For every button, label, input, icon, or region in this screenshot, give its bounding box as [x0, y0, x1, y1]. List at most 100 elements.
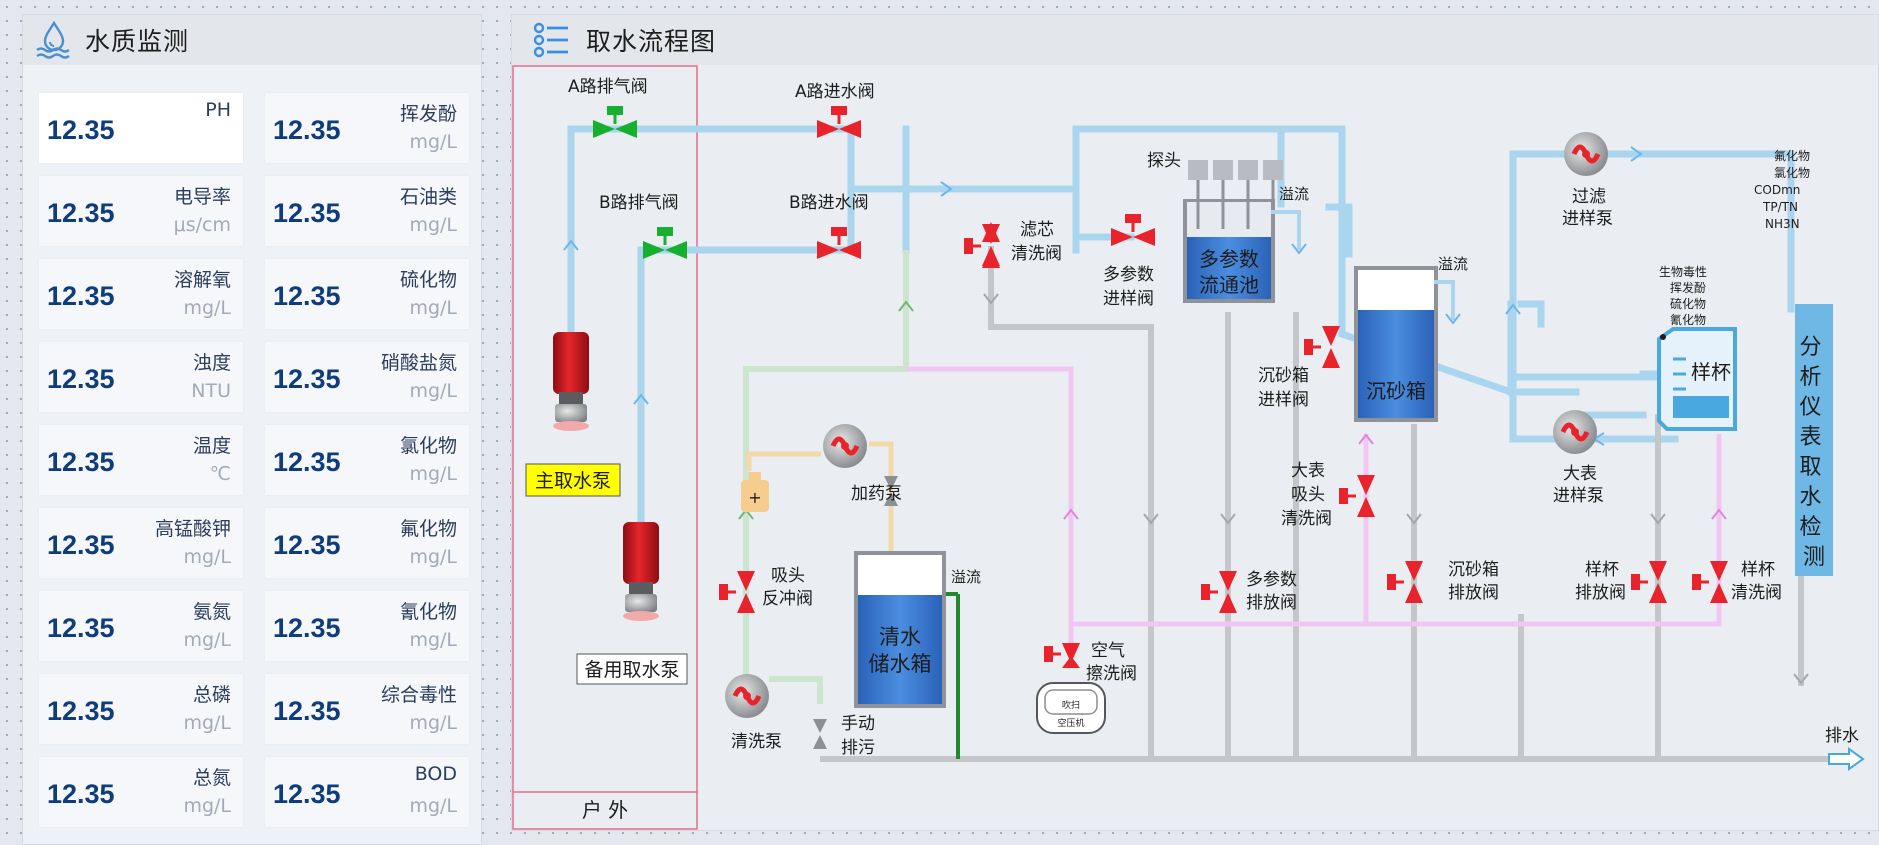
metric-name: 硫化物: [399, 269, 457, 291]
backflush-valve[interactable]: [719, 571, 755, 613]
main-pump-icon[interactable]: [553, 332, 589, 431]
metric-value: 12.35: [47, 696, 115, 726]
manual-drain-valve[interactable]: [813, 719, 827, 749]
metric-card-bod[interactable]: 12.35 BOD mg/L: [265, 757, 469, 827]
cup-drain-label-1: 样杯: [1585, 560, 1619, 580]
metric-name: 高锰酸钾: [154, 518, 231, 540]
b-vent-valve[interactable]: [643, 227, 687, 259]
a-vent-valve[interactable]: [593, 106, 637, 138]
metric-card-permanganate[interactable]: 12.35 高锰酸钾 mg/L: [39, 508, 243, 578]
analyte-list-cup: 生物毒性 挥发酚 硫化物 氰化物: [1659, 265, 1707, 327]
b-inlet-valve-label: B路进水阀: [789, 193, 869, 213]
metric-card-turbidity[interactable]: 12.35 浊度 NTU: [39, 342, 243, 412]
flow-diagram: 户 外: [512, 65, 1865, 830]
metric-unit: mg/L: [409, 712, 457, 734]
analyzer-char: 仪: [1799, 395, 1821, 420]
metric-card-toxicity[interactable]: 12.35 综合毒性 mg/L: [265, 674, 469, 744]
flow-chart-header: 取水流程图: [512, 15, 1878, 65]
backflush-label-1: 吸头: [771, 566, 805, 586]
multi-param-pool[interactable]: 多参数 流通池: [1183, 160, 1283, 303]
outdoor-label: 户 外: [582, 798, 628, 822]
metric-card-nitrate[interactable]: 12.35 硝酸盐氮 mg/L: [265, 342, 469, 412]
sand-tank-drain-valve[interactable]: [1387, 561, 1423, 603]
metric-value: 12.35: [47, 530, 115, 560]
big-head-clean-valve[interactable]: [1339, 475, 1375, 517]
analyzer-char: 分: [1799, 335, 1821, 360]
analyte-item: 氟化物: [1774, 149, 1810, 163]
sand-inlet-label-1: 沉砂箱: [1258, 366, 1309, 386]
sand-tank-inlet-valve[interactable]: [1304, 326, 1340, 368]
metric-name: 氨氮: [192, 601, 231, 623]
metric-card-petroleum[interactable]: 12.35 石油类 mg/L: [265, 176, 469, 246]
multi-param-drain-valve[interactable]: [1201, 571, 1237, 613]
big-head-label-1: 大表: [1291, 461, 1325, 481]
main-pump-tag[interactable]: 主取水泵: [525, 463, 621, 497]
metric-card-ammonia[interactable]: 12.35 氨氮 mg/L: [39, 591, 243, 661]
metric-card-sulfide[interactable]: 12.35 硫化物 mg/L: [265, 259, 469, 329]
metric-name: 挥发酚: [399, 103, 457, 125]
analyte-item: 氯化物: [1774, 166, 1810, 180]
metric-card-temperature[interactable]: 12.35 温度 ℃: [39, 425, 243, 495]
metric-unit: mg/L: [409, 214, 457, 236]
multi-pool-label-2: 流通池: [1199, 273, 1259, 297]
analyzer-char: 测: [1803, 545, 1825, 570]
metric-unit: NTU: [191, 380, 231, 402]
metric-value: 12.35: [47, 364, 115, 394]
metric-card-cyanide[interactable]: 12.35 氰化物 mg/L: [265, 591, 469, 661]
metric-unit: ℃: [209, 463, 231, 485]
overflow-arrows: [1291, 243, 1461, 325]
air-compressor-icon[interactable]: 吹扫 空压机: [1036, 682, 1106, 734]
filter-pump-icon[interactable]: [1564, 132, 1608, 176]
metric-card-volatile-phenol[interactable]: 12.35 挥发酚 mg/L: [265, 93, 469, 163]
multi-drain-label-2: 排放阀: [1246, 593, 1297, 613]
metric-card-total-phosphorus[interactable]: 12.35 总磷 mg/L: [39, 674, 243, 744]
sand-settling-tank[interactable]: 沉砂箱: [1354, 266, 1438, 422]
sand-tank-label: 沉砂箱: [1366, 379, 1426, 403]
overflow-label-1: 溢流: [1279, 185, 1309, 203]
metric-card-dissolved-oxygen[interactable]: 12.35 溶解氧 mg/L: [39, 259, 243, 329]
big-meter-pump-icon[interactable]: [1553, 410, 1597, 454]
blue-pipes: [567, 125, 1795, 523]
metric-card-ph[interactable]: 12.35 PH: [39, 93, 243, 163]
sample-cup-label: 样杯: [1691, 360, 1731, 384]
filter-clean-label-2: 清洗阀: [1011, 244, 1062, 264]
clean-water-tank[interactable]: 清水 储水箱: [854, 551, 960, 759]
backup-pump-icon[interactable]: [623, 522, 659, 621]
analyzer-char: 检: [1799, 515, 1821, 540]
metric-unit: mg/L: [183, 712, 231, 734]
filter-clean-valve[interactable]: [964, 222, 1000, 268]
dosing-pump-icon[interactable]: [823, 424, 867, 468]
metric-value: 12.35: [273, 779, 341, 809]
panel-title: 取水流程图: [586, 27, 717, 56]
cup-drain-valve[interactable]: [1631, 561, 1667, 603]
analyzer-column[interactable]: 分 析 仪 表 取 水 检 测: [1795, 304, 1833, 576]
drain-label: 排水: [1825, 726, 1859, 746]
multi-drain-label-1: 多参数: [1246, 570, 1297, 590]
analyzer-char: 析: [1799, 365, 1821, 390]
dosing-valve[interactable]: [884, 476, 898, 506]
b-vent-valve-label: B路排气阀: [599, 193, 679, 213]
a-inlet-valve[interactable]: [817, 106, 861, 138]
metric-unit: mg/L: [409, 546, 457, 568]
sample-cup[interactable]: 样杯: [1657, 327, 1737, 431]
wash-pump-icon[interactable]: [725, 674, 769, 718]
metric-name: 综合毒性: [380, 684, 457, 706]
metric-card-conductivity[interactable]: 12.35 电导率 μs/cm: [39, 176, 243, 246]
multi-param-inlet-valve[interactable]: [1111, 214, 1155, 246]
metric-unit: mg/L: [183, 629, 231, 651]
manual-drain-label-2: 排污: [841, 738, 875, 758]
compressor-label-1: 吹扫: [1062, 699, 1080, 711]
metric-unit: mg/L: [409, 297, 457, 319]
metric-name: 溶解氧: [173, 269, 231, 291]
metric-card-total-nitrogen[interactable]: 12.35 总氮 mg/L: [39, 757, 243, 827]
air-scrub-valve[interactable]: [1044, 643, 1080, 668]
a-vent-valve-label: A路排气阀: [568, 77, 648, 97]
metric-card-fluoride[interactable]: 12.35 氟化物 mg/L: [265, 508, 469, 578]
backup-pump-tag[interactable]: 备用取水泵: [576, 653, 688, 685]
multi-inlet-label-2: 进样阀: [1103, 289, 1154, 309]
metric-name: 氯化物: [399, 435, 457, 457]
metric-card-chloride[interactable]: 12.35 氯化物 mg/L: [265, 425, 469, 495]
b-inlet-valve[interactable]: [817, 227, 861, 259]
list-icon: [533, 22, 568, 58]
cup-clean-valve[interactable]: [1692, 561, 1728, 603]
